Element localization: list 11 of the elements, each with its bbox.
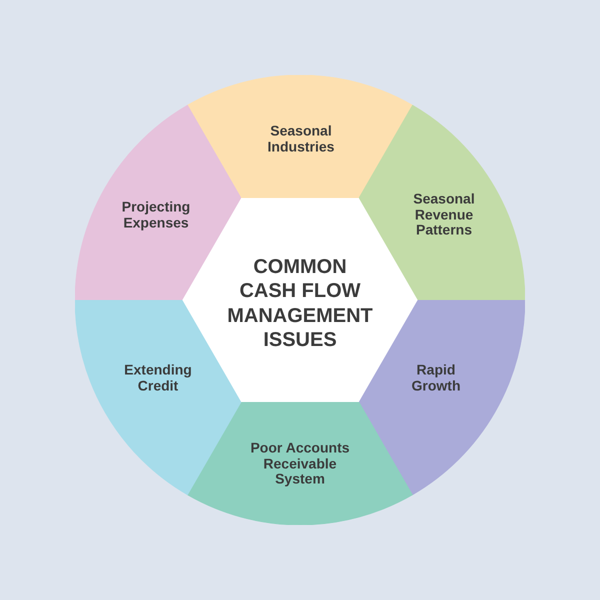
ring-segment (187, 75, 413, 198)
segment-label: Seasonal Industries (266, 123, 336, 155)
center-title: COMMON CASH FLOW MANAGEMENT ISSUES (226, 255, 374, 353)
segment-label: Projecting Expenses (120, 199, 192, 231)
ring-segment (187, 402, 413, 525)
segment-label: Seasonal Revenue Patterns (412, 192, 476, 238)
ring-segment (359, 105, 525, 300)
segment-label: Extending Credit (123, 362, 193, 394)
segment-label: Poor Accounts Receivable System (249, 440, 351, 488)
segment-label: Rapid Growth (410, 362, 462, 394)
ring-segment (75, 105, 241, 300)
